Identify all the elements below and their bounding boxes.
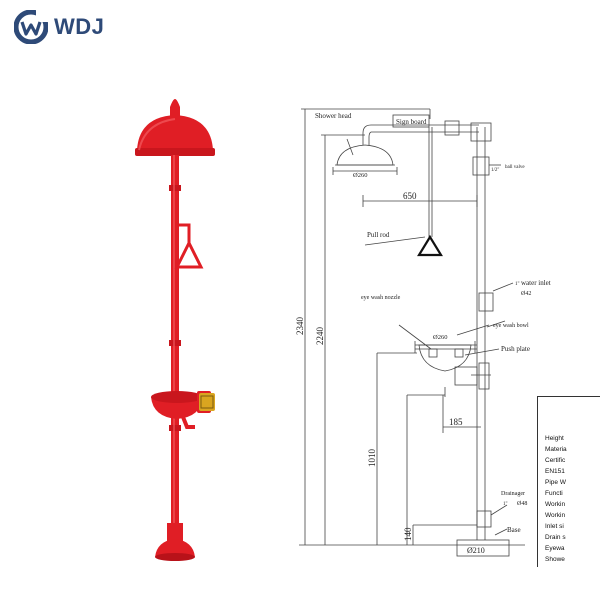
spec-row: Pipe W [545, 479, 566, 486]
spec-row: Showe [545, 556, 565, 563]
label-eye-wash-bowl: eye wash bowl [493, 323, 529, 329]
dim-total-height: 2340 [295, 317, 305, 336]
spec-row: Functi [545, 490, 563, 497]
spec-row: EN151 [545, 468, 565, 475]
label-push-plate: Push plate [501, 345, 530, 353]
label-sign-board: Sign board [396, 118, 427, 126]
dim-bowl-dia: Ø260 [433, 334, 447, 341]
label-eye-wash-nozzle: eye wash nozzle [361, 295, 401, 301]
label-ball-valve-size: 1/2" [491, 168, 499, 173]
dim-shower-dia: Ø260 [353, 172, 367, 179]
spec-row: Eyewa [545, 545, 565, 552]
shower-head-photo [135, 99, 215, 156]
brand-name: WDJ [54, 14, 105, 39]
spec-row: Certific [545, 457, 566, 464]
pull-handle-photo [174, 223, 204, 269]
label-water-inlet-size: 1" [515, 282, 520, 287]
technical-drawing: Shower head Sign board 1/2" ball valve Ø… [295, 108, 551, 557]
spec-row: Workin [545, 501, 566, 508]
label-water-inlet-dia: Ø42 [521, 291, 531, 297]
label-base: Base [507, 526, 521, 534]
label-drainage-size: 1" [503, 502, 508, 507]
eye-wash-bowl-photo [151, 391, 215, 429]
push-plate-photo [199, 393, 215, 411]
label-pull-rod: Pull rod [367, 231, 390, 239]
spec-row: Workin [545, 512, 566, 519]
spec-row: Inlet si [545, 523, 564, 530]
label-drainage: Drainager [501, 491, 525, 497]
product-photo [135, 99, 215, 561]
brand-logo[interactable]: WDJ [14, 10, 104, 44]
pipe-photo [169, 155, 181, 535]
label-shower-head: Shower head [315, 112, 352, 120]
spec-table: Height Materia Certific EN151 Pipe W Fun… [537, 396, 600, 567]
dim-base-dia: Ø210 [467, 546, 485, 555]
wdj-logo-icon [14, 10, 48, 44]
spec-row: Materia [545, 446, 567, 453]
label-drainage-dia: Ø48 [517, 501, 527, 507]
dim-head-height: 2240 [315, 327, 325, 346]
base-photo [155, 523, 195, 561]
label-water-inlet: water inlet [521, 279, 551, 287]
label-ball-valve: ball valve [505, 165, 525, 170]
dim-drain-height: 140 [403, 527, 413, 541]
dim-bowl-offset: 185 [449, 417, 463, 427]
spec-row: Height [545, 435, 564, 442]
pull-rod-handle [417, 234, 443, 257]
spec-row: Drain s [545, 534, 566, 541]
dim-bowl-height: 1010 [367, 449, 377, 468]
dim-arm-length: 650 [403, 191, 417, 201]
